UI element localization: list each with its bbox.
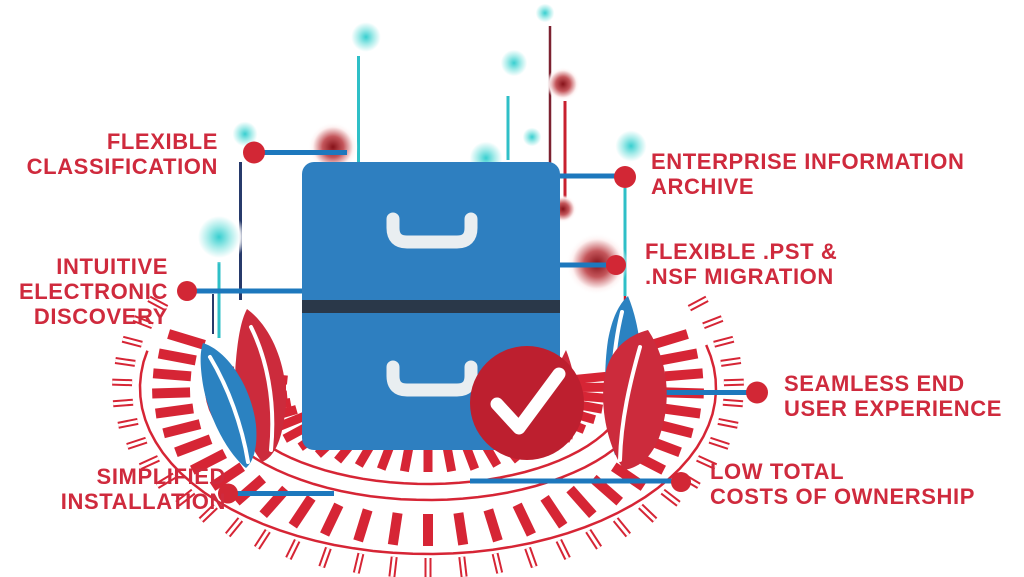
label-line: ENTERPRISE INFORMATION (651, 149, 965, 174)
label-line: .NSF MIGRATION (645, 264, 834, 289)
bubble-icon (520, 125, 544, 149)
label-line: INSTALLATION (60, 489, 226, 514)
label-line: FLEXIBLE .PST & (645, 239, 838, 264)
leaves (200, 296, 667, 470)
label-line: SIMPLIFIED (96, 464, 226, 489)
connector-intuitive-electronic-discovery (177, 281, 312, 301)
leaf-icon (603, 330, 667, 470)
label-line: SEAMLESS END (784, 371, 965, 396)
label-line: FLEXIBLE (106, 129, 218, 154)
label-line: INTUITIVE (56, 254, 168, 279)
label-line: USER EXPERIENCE (784, 396, 1003, 421)
label-line: DISCOVERY (33, 304, 168, 329)
label-enterprise-information-archive: ENTERPRISE INFORMATION ARCHIVE (651, 149, 964, 199)
label-flexible-pst-nsf-migration: FLEXIBLE .PST & .NSF MIGRATION (645, 239, 837, 289)
bubbles (192, 1, 651, 295)
label-flexible-classification: FLEXIBLE CLASSIFICATION (27, 129, 218, 179)
checkmark-icon (470, 346, 584, 460)
bubble-icon (497, 46, 531, 80)
label-line: ARCHIVE (651, 174, 755, 199)
label-intuitive-electronic-discovery: INTUITIVE ELECTRONIC DISCOVERY (19, 254, 168, 329)
label-low-total-costs-of-ownership: LOW TOTAL COSTS OF OWNERSHIP (710, 459, 975, 509)
label-seamless-end-user-experience: SEAMLESS END USER EXPERIENCE (784, 371, 1002, 421)
bubble-icon (347, 18, 385, 56)
bubble-icon (533, 1, 557, 25)
drawer-handle-top (386, 212, 478, 249)
label-line: CLASSIFICATION (26, 154, 218, 179)
connector-flexible-classification (243, 141, 347, 164)
bubble-icon (611, 126, 651, 166)
label-simplified-installation: SIMPLIFIED INSTALLATION (61, 464, 226, 514)
connector-low-total-costs-of-ownership (470, 472, 691, 492)
bubble-icon (192, 210, 246, 264)
bubble-icon (308, 122, 358, 172)
connector-simplified-installation (218, 483, 334, 504)
drawer-handle-bottom (386, 360, 478, 397)
label-line: ELECTRONIC (19, 279, 168, 304)
bubble-icon (546, 67, 580, 101)
label-line: LOW TOTAL (710, 459, 845, 484)
label-line: COSTS OF OWNERSHIP (710, 484, 976, 509)
